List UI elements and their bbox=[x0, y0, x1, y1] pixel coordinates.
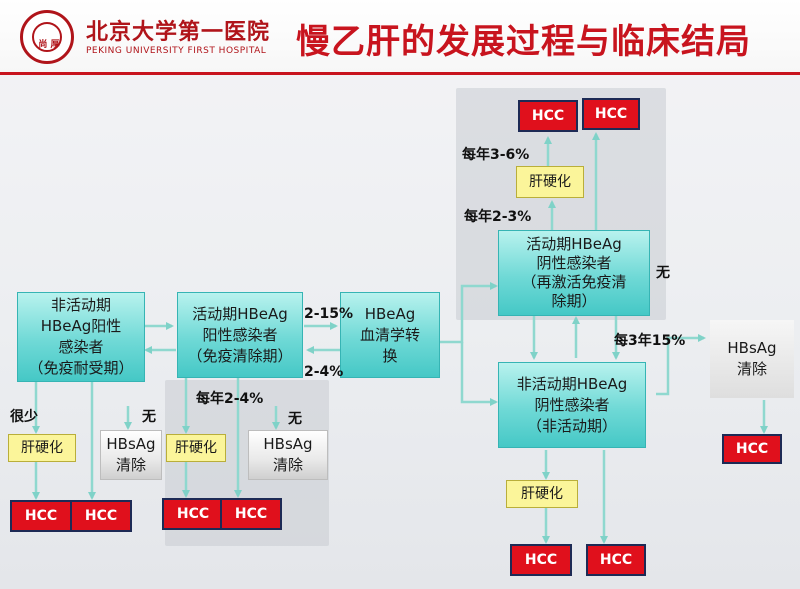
immune-clearance-line-2: 阳性感染者 bbox=[202, 325, 278, 344]
inactive-line-1: 非活动期HBeAg bbox=[516, 374, 628, 393]
immune-clearance-line-3: （免疫清除期） bbox=[187, 346, 293, 365]
immune-tolerant-line-4: （免疫耐受期） bbox=[28, 359, 134, 377]
node-reactivation: 活动期HBeAg 阴性感染者 （再激活免疫清 除期） bbox=[498, 230, 650, 316]
node-inactive-carrier: 非活动期HBeAg 阴性感染者 （非活动期） bbox=[498, 362, 646, 448]
label-rate-2-4-back: 2-4% bbox=[304, 364, 344, 380]
node-immune-tolerant: 非活动期 HBeAg阳性 感染者 （免疫耐受期） bbox=[17, 292, 145, 382]
header-bar bbox=[0, 0, 800, 72]
hospital-seal-logo: 尚 厚 bbox=[20, 10, 74, 64]
seal-inner-ring: 尚 厚 bbox=[32, 22, 62, 52]
immune-clearance-line-1: 活动期HBeAg bbox=[192, 304, 288, 323]
immune-tolerant-line-2: HBeAg阳性 bbox=[40, 317, 122, 335]
seroconversion-line-3: 换 bbox=[382, 346, 398, 365]
node-hcc-7: HCC bbox=[510, 544, 572, 576]
seroconversion-line-2: 血清学转 bbox=[359, 325, 420, 344]
reactivation-line-2: 阴性感染者 bbox=[536, 254, 612, 272]
reactivation-line-1: 活动期HBeAg bbox=[526, 235, 622, 253]
node-seroconversion: HBeAg 血清学转 换 bbox=[340, 292, 440, 378]
node-hcc-1: HCC bbox=[10, 500, 72, 532]
node-cirrhosis-left: 肝硬化 bbox=[8, 434, 76, 462]
label-annual-3-6: 每年3-6% bbox=[462, 147, 530, 163]
label-none-middle: 无 bbox=[288, 411, 302, 427]
immune-tolerant-line-1: 非活动期 bbox=[50, 296, 111, 314]
node-hbsag-clearance-right: HBsAg 清除 bbox=[710, 320, 794, 398]
node-hcc-2: HCC bbox=[70, 500, 132, 532]
node-cirrhosis-bottom-right: 肝硬化 bbox=[506, 480, 578, 508]
node-cirrhosis-middle: 肝硬化 bbox=[166, 434, 226, 462]
label-rare: 很少 bbox=[10, 409, 38, 425]
node-immune-clearance: 活动期HBeAg 阳性感染者 （免疫清除期） bbox=[177, 292, 303, 378]
node-hcc-9: HCC bbox=[722, 434, 782, 464]
node-cirrhosis-top-right: 肝硬化 bbox=[516, 166, 584, 198]
header-divider bbox=[0, 72, 800, 75]
seal-text: 尚 厚 bbox=[38, 40, 60, 50]
node-hbsag-clearance-middle: HBsAg 清除 bbox=[248, 430, 328, 480]
node-hbsag-clearance-left: HBsAg 清除 bbox=[100, 430, 162, 480]
label-annual-2-3: 每年2-3% bbox=[464, 209, 532, 225]
hospital-name-en: PEKING UNIVERSITY FIRST HOSPITAL bbox=[86, 46, 267, 56]
slide-title: 慢乙肝的发展过程与临床结局 bbox=[296, 22, 751, 62]
reactivation-line-3: （再激活免疫清 bbox=[521, 273, 627, 291]
node-hcc-8: HCC bbox=[586, 544, 646, 576]
node-hcc-5: HCC bbox=[518, 100, 578, 132]
node-hcc-6: HCC bbox=[582, 98, 640, 130]
reactivation-line-4: 除期） bbox=[551, 292, 597, 310]
label-annual-2-4: 每年2-4% bbox=[196, 391, 264, 407]
inactive-line-2: 阴性感染者 bbox=[534, 395, 610, 414]
label-every3y-15: 每3年15% bbox=[614, 333, 686, 349]
label-rate-2-15: 2-15% bbox=[304, 306, 354, 322]
label-none-left: 无 bbox=[142, 409, 156, 425]
node-hcc-3: HCC bbox=[162, 498, 224, 530]
label-none-right: 无 bbox=[656, 265, 670, 281]
node-hcc-4: HCC bbox=[220, 498, 282, 530]
immune-tolerant-line-3: 感染者 bbox=[58, 338, 104, 356]
inactive-line-3: （非活动期） bbox=[526, 416, 617, 435]
seroconversion-line-1: HBeAg bbox=[364, 304, 416, 323]
hospital-name-cn: 北京大学第一医院 bbox=[86, 19, 271, 45]
